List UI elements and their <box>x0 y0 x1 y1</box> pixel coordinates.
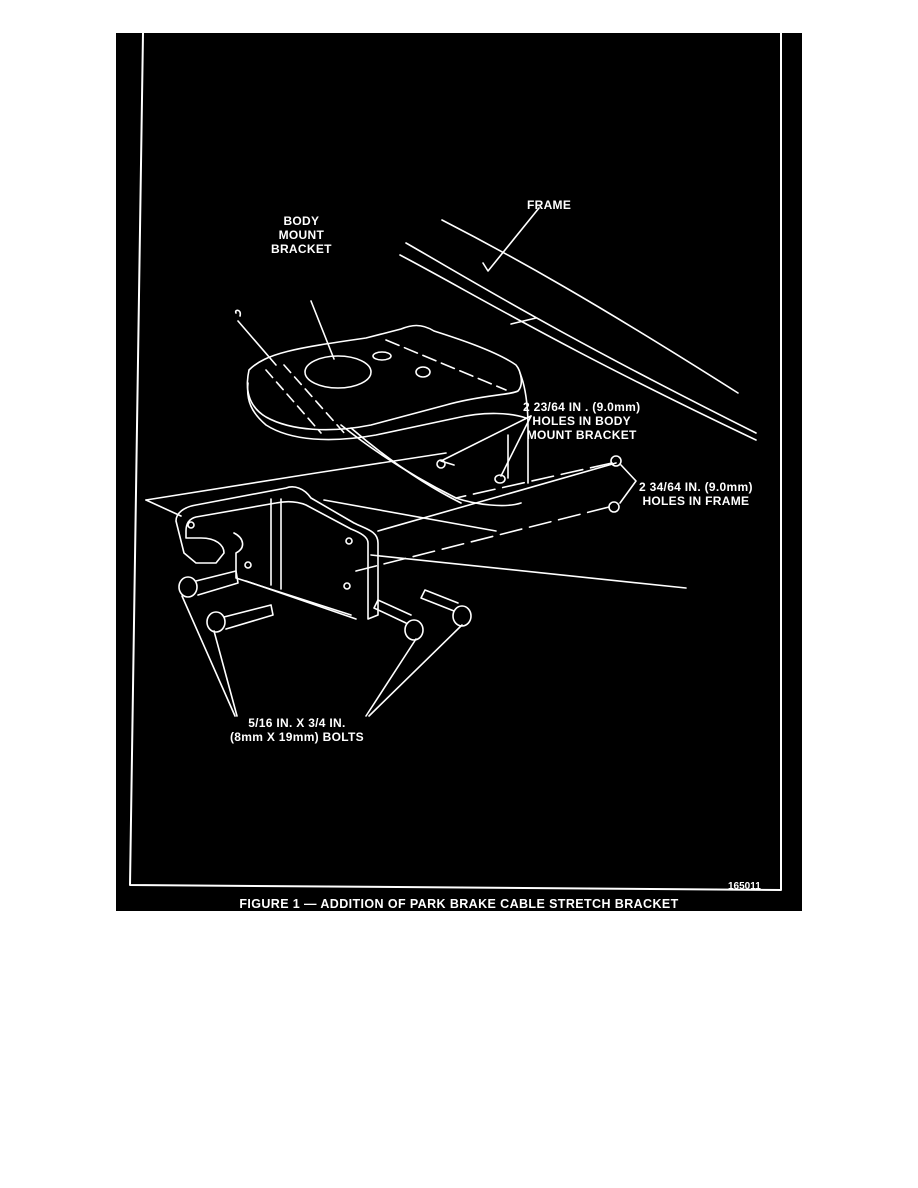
figure-number: 165011 <box>728 881 761 892</box>
figure-panel: FRAME BODY MOUNT BRACKET 2 23/64 IN . (9… <box>116 33 802 911</box>
body-holes-label: 2 23/64 IN . (9.0mm) HOLES IN BODY MOUNT… <box>523 400 640 442</box>
frame-holes-label: 2 34/64 IN. (9.0mm) HOLES IN FRAME <box>639 480 753 508</box>
label-line: 2 34/64 IN. (9.0mm) <box>639 480 753 494</box>
alignment-lines <box>145 452 687 589</box>
body-hole-callout-lines <box>436 415 532 484</box>
label-line: BRACKET <box>271 242 332 256</box>
bolt-1 <box>178 570 239 598</box>
label-line: (8mm X 19mm) BOLTS <box>230 730 364 744</box>
body-mount-bracket-label: BODY MOUNT BRACKET <box>271 214 332 256</box>
label-line: 2 23/64 IN . (9.0mm) <box>523 400 641 414</box>
label-line: BODY <box>283 214 320 228</box>
label-line: 5/16 IN. X 3/4 IN. <box>248 716 346 730</box>
bolts-label: 5/16 IN. X 3/4 IN. (8mm X 19mm) BOLTS <box>230 716 364 744</box>
bolts <box>178 570 472 717</box>
frame-label: FRAME <box>527 198 572 212</box>
bolt-3 <box>373 599 424 641</box>
cable-stretch-bracket <box>175 462 617 620</box>
vehicle-frame-rail <box>399 207 757 441</box>
bracket-diagram <box>129 33 782 891</box>
figure-caption: FIGURE 1 — ADDITION OF PARK BRAKE CABLE … <box>239 897 679 911</box>
bolt-2 <box>206 604 274 633</box>
label-line: MOUNT <box>278 228 325 242</box>
body-mount-bracket <box>234 300 529 507</box>
label-line: HOLES IN BODY <box>532 414 631 428</box>
label-line: HOLES IN FRAME <box>642 494 750 508</box>
bolt-4 <box>420 589 472 627</box>
frame-hole-callout-lines <box>355 455 637 572</box>
figure-border <box>129 33 782 891</box>
label-line: MOUNT BRACKET <box>526 428 637 442</box>
